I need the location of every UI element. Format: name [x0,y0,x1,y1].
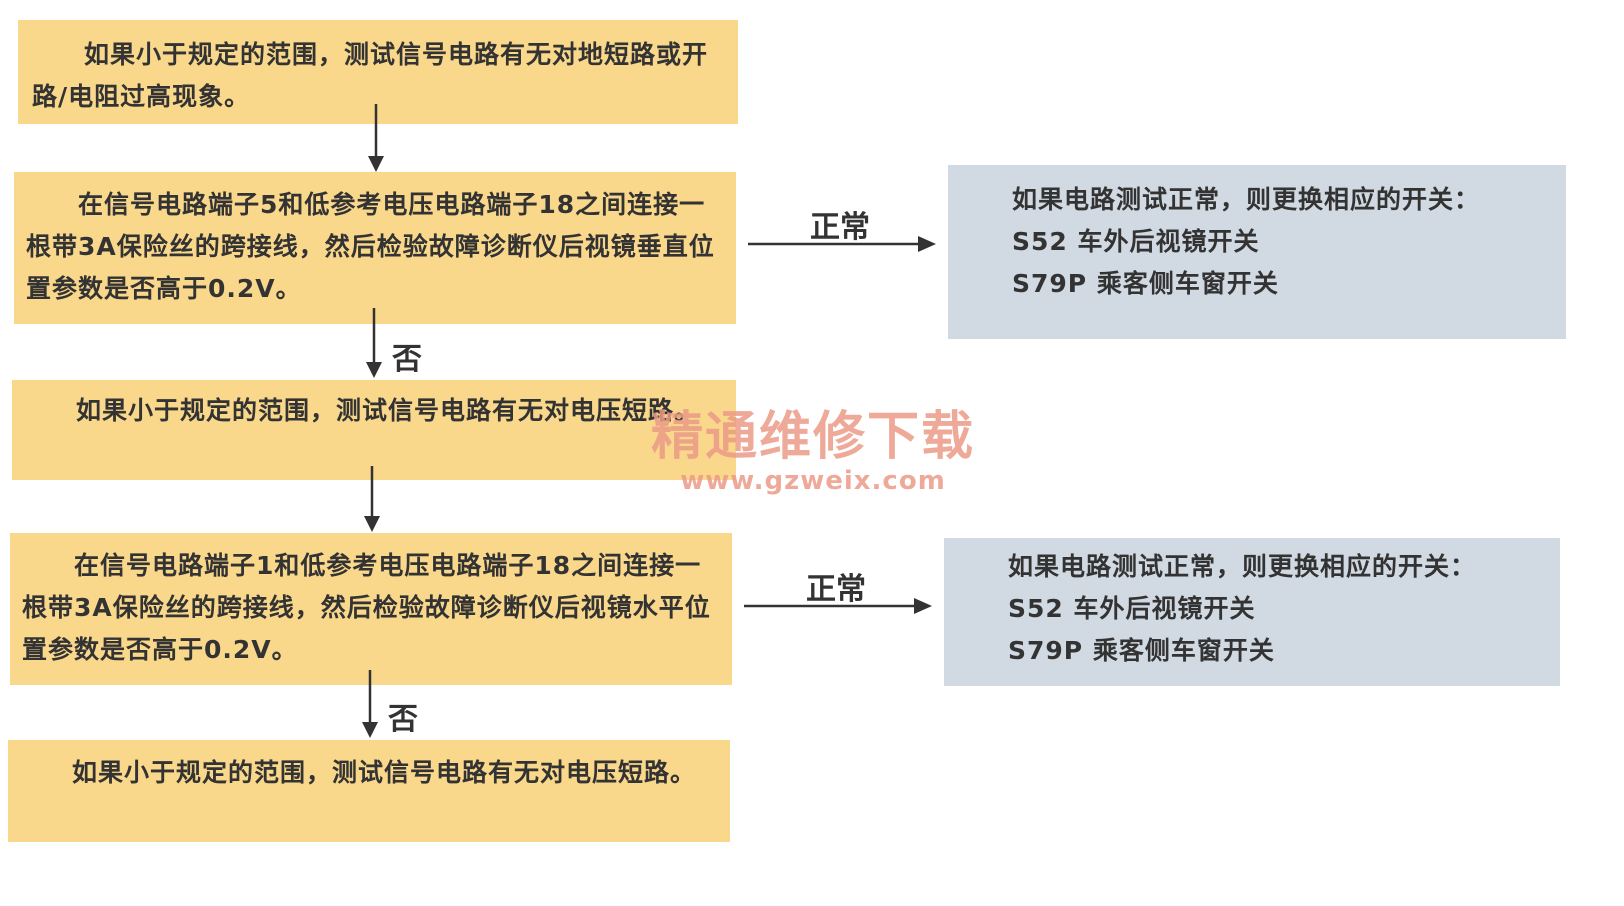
step-box-4: 在信号电路端子1和低参考电压电路端子18之间连接一根带3A保险丝的跨接线，然后检… [10,533,732,685]
result-box-2-line-3: S79P 乘客侧车窗开关 [1008,636,1275,665]
result-box-1-line-2: S52 车外后视镜开关 [1012,227,1260,256]
arrow-right-2 [744,598,932,614]
arrow-right-1 [748,236,936,252]
result-box-1: 如果电路测试正常，则更换相应的开关： S52 车外后视镜开关 S79P 乘客侧车… [948,165,1566,339]
arrow-down-4 [362,670,378,738]
arrow-down-2 [366,308,382,378]
label-no-2: 否 [388,702,418,737]
step-box-1-text: 如果小于规定的范围，测试信号电路有无对地短路或开路/电阻过高现象。 [32,40,709,111]
result-box-1-line-3: S79P 乘客侧车窗开关 [1012,269,1279,298]
step-box-1: 如果小于规定的范围，测试信号电路有无对地短路或开路/电阻过高现象。 [18,20,738,124]
label-normal-2: 正常 [806,572,866,607]
step-box-3-text: 如果小于规定的范围，测试信号电路有无对电压短路。 [76,396,701,425]
label-no-1: 否 [392,342,422,377]
arrow-down-1 [368,104,384,172]
step-box-2: 在信号电路端子5和低参考电压电路端子18之间连接一根带3A保险丝的跨接线，然后检… [14,172,736,324]
result-box-1-line-1: 如果电路测试正常，则更换相应的开关： [1012,185,1481,214]
result-box-2: 如果电路测试正常，则更换相应的开关： S52 车外后视镜开关 S79P 乘客侧车… [944,538,1560,686]
step-box-2-text: 在信号电路端子5和低参考电压电路端子18之间连接一根带3A保险丝的跨接线，然后检… [26,190,715,303]
step-box-5-text: 如果小于规定的范围，测试信号电路有无对电压短路。 [72,758,697,787]
step-box-3: 如果小于规定的范围，测试信号电路有无对电压短路。 [12,380,736,480]
result-box-2-line-2: S52 车外后视镜开关 [1008,594,1256,623]
arrow-down-3 [364,466,380,532]
step-box-4-text: 在信号电路端子1和低参考电压电路端子18之间连接一根带3A保险丝的跨接线，然后检… [22,551,711,664]
label-normal-1: 正常 [810,210,870,245]
step-box-5: 如果小于规定的范围，测试信号电路有无对电压短路。 [8,740,730,842]
result-box-2-line-1: 如果电路测试正常，则更换相应的开关： [1008,552,1477,581]
